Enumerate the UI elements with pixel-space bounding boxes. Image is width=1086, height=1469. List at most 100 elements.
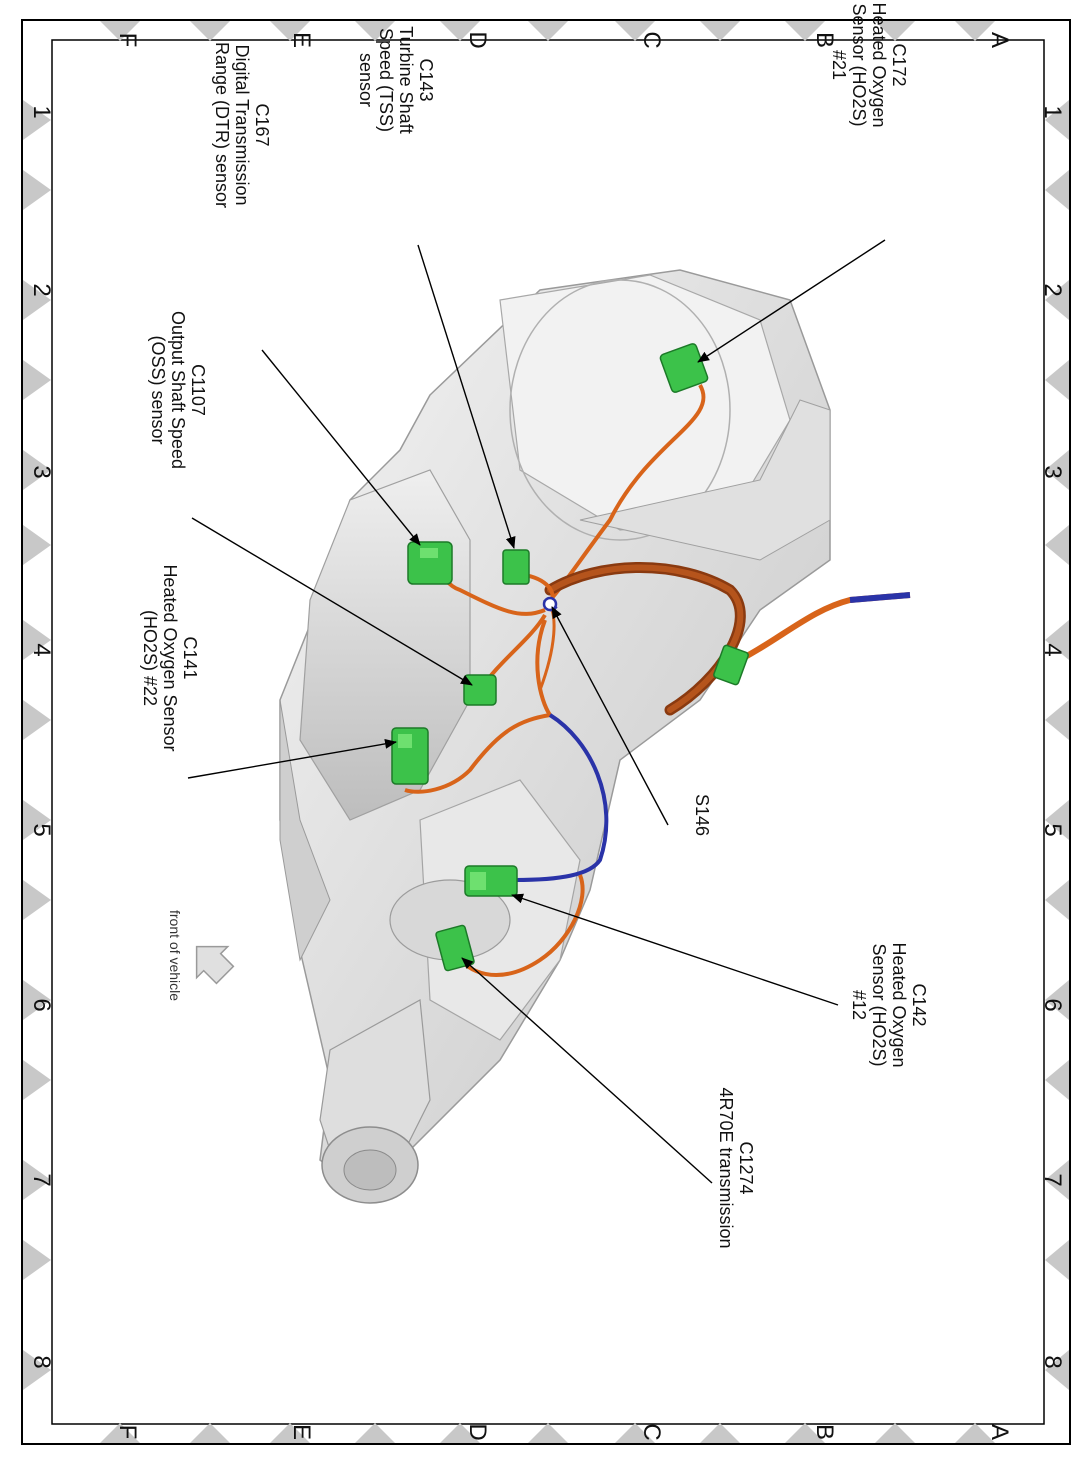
- tile-bottom-5: [528, 1423, 568, 1443]
- tile-left-11: [23, 1060, 51, 1100]
- grid-col-right-4: 4: [1039, 643, 1066, 656]
- leader-lines: [187, 239, 886, 1184]
- tile-right-8: [1045, 800, 1069, 840]
- leader-s146: [551, 606, 669, 826]
- front-arrow-icon: [195, 945, 235, 985]
- tile-left-1: [23, 170, 51, 210]
- grid-col-left-2: 2: [28, 283, 55, 296]
- grid-row-bottom-E: E: [288, 1424, 315, 1440]
- grid-row-top-F: F: [114, 33, 141, 48]
- tile-bottom-1: [190, 1423, 230, 1443]
- label-c167-line-0: C167: [252, 103, 272, 146]
- tile-right-6: [1045, 620, 1069, 660]
- tile-top-6: [615, 21, 655, 41]
- tile-top-4: [440, 21, 480, 41]
- grid-col-left-8: 8: [28, 1355, 55, 1368]
- label-c1107: C1107Output Shaft Speed(OSS) sensor: [148, 311, 208, 469]
- connector-c141: [391, 727, 429, 785]
- tile-top-0: [100, 21, 140, 41]
- tile-left-8: [23, 800, 51, 840]
- tile-left-14: [23, 1350, 51, 1390]
- label-c172-line-2: Sensor (HO2S): [849, 3, 869, 126]
- connector-c143: [502, 549, 530, 585]
- label-c172-line-1: Heated Oxygen: [869, 2, 889, 127]
- connector-c167: [407, 541, 453, 585]
- connectors: [391, 343, 749, 972]
- grid-row-top-C: C: [638, 31, 665, 48]
- grid-row-bottom-D: D: [464, 1423, 491, 1440]
- grid-col-left-3: 3: [28, 465, 55, 478]
- connector-c1107: [463, 674, 497, 706]
- label-c167: C167Digital TransmissionRange (DTR) sens…: [212, 42, 272, 208]
- tile-right-7: [1045, 700, 1069, 740]
- grid-col-right-8: 8: [1039, 1355, 1066, 1368]
- grid-row-bottom-A: A: [986, 1424, 1013, 1440]
- tile-right-4: [1045, 450, 1069, 490]
- tile-bottom-7: [700, 1423, 740, 1443]
- front-of-vehicle-label: front of vehicle: [167, 910, 183, 1001]
- grid-row-top-B: B: [811, 32, 838, 48]
- grid-row-bottom-C: C: [638, 1423, 665, 1440]
- grid-col-left-1: 1: [28, 105, 55, 118]
- tile-top-5: [528, 21, 568, 41]
- splice-s146: [542, 596, 558, 612]
- label-c1107-line-2: (OSS) sensor: [148, 335, 168, 444]
- grid-row-top-D: D: [464, 31, 491, 48]
- label-c143-line-0: C143: [416, 58, 436, 101]
- tile-bottom-10: [955, 1423, 995, 1443]
- label-c143-line-1: Turbine Shaft: [396, 26, 416, 133]
- callout-labels: C172Heated OxygenSensor (HO2S)#21 C143Tu…: [140, 2, 929, 1248]
- tile-left-0: [23, 100, 51, 140]
- label-c167-line-1: Digital Transmission: [232, 44, 252, 205]
- leader-c141: [187, 738, 397, 779]
- label-c142: C142Heated OxygenSensor (HO2S)#12: [849, 942, 929, 1067]
- grid-col-right-6: 6: [1039, 998, 1066, 1011]
- tile-bottom-2: [270, 1423, 310, 1443]
- grid-col-left-6: 6: [28, 998, 55, 1011]
- grid-row-bottom-B: B: [811, 1424, 838, 1440]
- tile-top-8: [785, 21, 825, 41]
- tile-left-10: [23, 980, 51, 1020]
- tile-bottom-3: [355, 1423, 395, 1443]
- label-c142-line-2: Sensor (HO2S): [869, 943, 889, 1066]
- label-c141-line-0: C141: [180, 636, 200, 679]
- tile-right-10: [1045, 980, 1069, 1020]
- leader-c1274: [461, 957, 713, 1184]
- label-c141-line-2: (HO2S) #22: [140, 610, 160, 706]
- tile-right-11: [1045, 1060, 1069, 1100]
- tile-right-1: [1045, 170, 1069, 210]
- label-c1274: C12744R70E transmission: [716, 1087, 756, 1248]
- outer-frame: [21, 19, 1071, 1445]
- tile-right-12: [1045, 1160, 1069, 1200]
- tile-left-2: [23, 280, 51, 320]
- tile-top-7: [700, 21, 740, 41]
- tile-top-10: [955, 21, 995, 41]
- tile-top-2: [270, 21, 310, 41]
- label-c172-line-0: C172: [889, 43, 909, 86]
- label-c143: C143Turbine ShaftSpeed (TSS)sensor: [356, 26, 436, 133]
- tile-top-1: [190, 21, 230, 41]
- transmission-housing: [279, 269, 831, 1204]
- grid-row-bottom-F: F: [114, 1425, 141, 1440]
- border-tiles: [23, 21, 1069, 1443]
- tile-left-4: [23, 450, 51, 490]
- label-c142-line-0: C142: [909, 983, 929, 1026]
- tile-right-14: [1045, 1350, 1069, 1390]
- leader-c172: [697, 239, 886, 363]
- tile-right-2: [1045, 280, 1069, 320]
- label-c142-line-3: #12: [849, 990, 869, 1020]
- leader-c142: [511, 893, 839, 1006]
- label-c172: C172Heated OxygenSensor (HO2S)#21: [829, 2, 909, 127]
- label-c142-line-1: Heated Oxygen: [889, 942, 909, 1067]
- connector-c142: [464, 865, 518, 897]
- label-c172-line-3: #21: [829, 50, 849, 80]
- tile-bottom-4: [440, 1423, 480, 1443]
- grid-col-left-5: 5: [28, 823, 55, 836]
- grid-col-left-4: 4: [28, 643, 55, 656]
- leader-c167: [261, 349, 421, 546]
- tile-left-7: [23, 700, 51, 740]
- label-c167-line-2: Range (DTR) sensor: [212, 42, 232, 208]
- tile-bottom-9: [875, 1423, 915, 1443]
